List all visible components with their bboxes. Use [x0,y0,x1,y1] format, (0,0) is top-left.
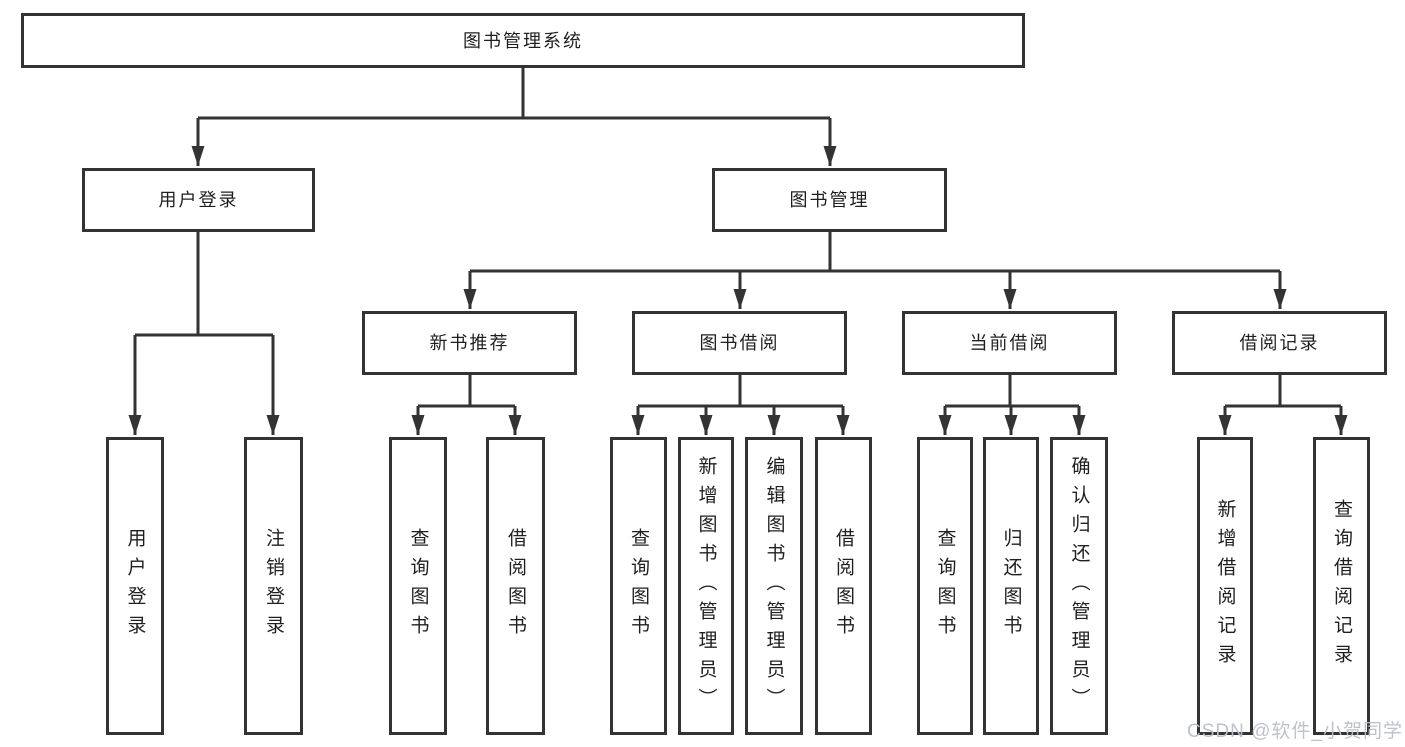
node-label: 图书借阅 [699,333,780,353]
node-label: 编辑图书（管理员） [763,455,785,717]
leaf-query-books-current: 查询图书 [917,437,973,735]
leaf-query-books-recommend: 查询图书 [389,437,447,735]
connector-borrow-records [1225,375,1341,408]
node-book-borrowing: 图书借阅 [632,311,847,375]
leaf-borrow-books-borrowing: 借阅图书 [815,437,872,735]
node-label: 用户登录 [158,190,239,210]
node-label: 新增图书（管理员） [695,455,717,717]
csdn-watermark: CSDN @软件_小贺同学 [1187,721,1403,742]
node-label: 借阅记录 [1239,333,1320,353]
node-root-system: 图书管理系统 [21,13,1025,68]
node-borrowing-records: 借阅记录 [1172,311,1387,375]
node-label: 归还图书 [1000,528,1022,644]
node-label: 确认归还（管理员） [1068,455,1090,717]
leaf-query-books-borrowing: 查询图书 [610,437,667,735]
connector-root [198,66,830,120]
node-label: 借阅图书 [833,528,854,644]
node-label: 借阅图书 [505,528,526,644]
node-new-book-recommend: 新书推荐 [362,311,577,375]
leaf-borrow-books-recommend: 借阅图书 [486,437,545,735]
node-current-borrowing: 当前借阅 [902,311,1117,375]
connector-user-login [135,232,273,337]
leaf-add-books-admin: 新增图书（管理员） [678,437,734,735]
node-label: 查询图书 [628,528,649,644]
leaf-query-borrow-record: 查询借阅记录 [1313,437,1370,735]
node-label: 查询借阅记录 [1331,499,1352,673]
node-label: 查询图书 [934,528,956,644]
node-book-management: 图书管理 [712,168,947,232]
leaf-add-borrow-record: 新增借阅记录 [1197,437,1253,735]
leaf-return-books: 归还图书 [983,437,1039,735]
node-label: 用户登录 [124,528,146,644]
connector-book-management [470,232,1280,273]
connector-book-borrow [638,375,843,408]
node-label: 图书管理系统 [463,30,583,51]
node-label: 新增借阅记录 [1214,499,1236,673]
leaf-logout: 注销登录 [244,437,303,735]
leaf-edit-books-admin: 编辑图书（管理员） [745,437,803,735]
connector-current-borrow [945,375,1079,408]
node-user-login: 用户登录 [82,168,315,232]
node-label: 当前借阅 [969,333,1050,353]
node-label: 注销登录 [263,528,284,644]
node-label: 新书推荐 [429,333,510,353]
node-label: 图书管理 [789,190,870,210]
leaf-confirm-return-admin: 确认归还（管理员） [1050,437,1108,735]
node-label: 查询图书 [407,528,429,644]
connector-new-book [418,375,515,408]
leaf-user-login: 用户登录 [106,437,164,735]
